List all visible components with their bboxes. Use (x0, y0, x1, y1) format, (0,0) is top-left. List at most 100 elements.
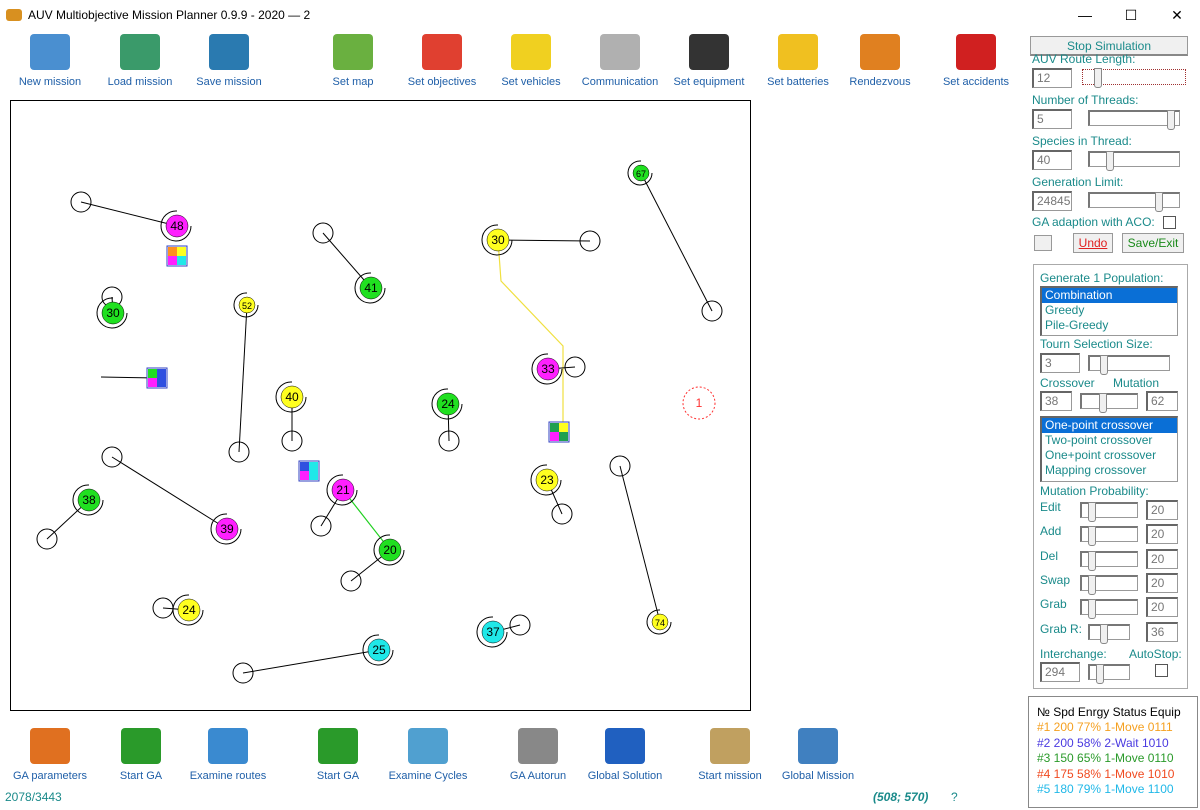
crossover-mutation-slider[interactable] (1080, 393, 1138, 413)
threads-slider[interactable] (1088, 110, 1180, 130)
objective-arc[interactable] (233, 292, 259, 318)
slider-thumb[interactable] (1088, 502, 1096, 522)
objective-arc[interactable] (431, 388, 463, 420)
toolbar-set-batteries[interactable]: Set batteries (758, 34, 838, 88)
objective-arc[interactable] (72, 484, 104, 516)
vehicle-row[interactable]: #3 150 65% 1-Move 0110 (1037, 751, 1174, 765)
objective-marker[interactable] (651, 613, 669, 631)
help-link[interactable]: ? (951, 790, 958, 804)
objective-arc[interactable] (627, 160, 653, 186)
objective-arc[interactable] (481, 224, 513, 256)
slider-thumb[interactable] (1100, 623, 1108, 644)
gen-limit-input[interactable]: 24845 (1032, 191, 1072, 211)
vehicle-row[interactable]: #4 175 58% 1-Move 1010 (1037, 766, 1175, 781)
toolbar-set-vehicles[interactable]: Set vehicles (491, 34, 571, 88)
stop-simulation-button[interactable]: Stop Simulation (1030, 36, 1188, 56)
tourn-slider[interactable] (1088, 355, 1170, 375)
objective-marker[interactable] (436, 392, 460, 416)
objective-marker[interactable] (331, 478, 355, 502)
vehicle-row[interactable]: #5 180 79% 1-Move 1100 (1037, 782, 1174, 796)
mutation-input[interactable]: 62 (1146, 391, 1178, 411)
toolbar-new-mission[interactable]: New mission (10, 34, 90, 88)
toolbar-set-equipment[interactable]: Set equipment (669, 34, 749, 88)
vehicle-row[interactable]: #2 200 58% 2-Wait 1010 (1037, 735, 1169, 750)
objective-label[interactable]: 40 (285, 390, 299, 404)
objective-label[interactable]: 33 (541, 362, 555, 376)
objective-arc[interactable] (172, 594, 204, 626)
bottom-toolbar-start-mission[interactable]: Start mission (685, 728, 775, 782)
crossover-option[interactable]: Mapping crossover (1045, 463, 1147, 477)
toolbar-load-mission[interactable]: Load mission (100, 34, 180, 88)
slider-thumb[interactable] (1100, 355, 1109, 375)
aco-checkbox[interactable] (1163, 216, 1176, 229)
bottom-toolbar-examine-routes[interactable]: Examine routes (183, 728, 273, 782)
objective-marker[interactable] (486, 228, 510, 252)
undo-button[interactable]: Undo (1073, 233, 1113, 253)
slider-thumb[interactable] (1088, 599, 1096, 620)
objective-marker[interactable] (77, 488, 101, 512)
maximize-button[interactable]: ☐ (1124, 6, 1138, 23)
objective-arc[interactable] (476, 616, 508, 648)
mut-5-slider[interactable] (1088, 623, 1130, 644)
objective-label[interactable]: 23 (540, 473, 554, 487)
slider-thumb[interactable] (1167, 110, 1176, 130)
objective-arc[interactable] (160, 210, 192, 242)
objective-label[interactable]: 74 (655, 618, 665, 628)
toolbar-rendezvous[interactable]: Rendezvous (840, 34, 920, 88)
save-exit-button[interactable]: Save/Exit (1122, 233, 1184, 253)
objective-label[interactable]: 24 (182, 603, 196, 617)
mut-3-slider[interactable] (1080, 574, 1138, 595)
mut-1-input[interactable]: 20 (1146, 524, 1178, 545)
objective-label[interactable]: 67 (636, 169, 646, 179)
bottom-toolbar-start-ga[interactable]: Start GA (293, 728, 383, 782)
slider-thumb[interactable] (1088, 550, 1096, 571)
objective-marker[interactable] (536, 357, 560, 381)
objective-arc[interactable] (531, 353, 563, 385)
minimize-button[interactable]: — (1078, 7, 1092, 23)
objective-marker[interactable] (280, 385, 304, 409)
slider-thumb[interactable] (1094, 68, 1103, 88)
objective-marker[interactable] (215, 517, 239, 541)
tourn-input[interactable]: 3 (1040, 353, 1080, 373)
objective-label[interactable]: 37 (486, 625, 500, 639)
objective-label[interactable]: 39 (220, 522, 234, 536)
threads-input[interactable]: 5 (1032, 109, 1072, 129)
bottom-toolbar-examine-cycles[interactable]: Examine Cycles (383, 728, 473, 782)
objective-arc[interactable] (362, 634, 394, 666)
objective-marker[interactable] (238, 296, 256, 314)
species-input[interactable]: 40 (1032, 150, 1072, 170)
bottom-toolbar-global-solution[interactable]: Global Solution (580, 728, 670, 782)
slider-thumb[interactable] (1099, 393, 1108, 413)
objective-marker[interactable] (177, 598, 201, 622)
crossover-option[interactable]: One-point crossover (1042, 418, 1177, 433)
bottom-toolbar-ga-parameters[interactable]: GA parameters (5, 728, 95, 782)
objective-arc[interactable] (210, 513, 242, 545)
objective-label[interactable]: 21 (336, 483, 350, 497)
mut-3-input[interactable]: 20 (1146, 572, 1178, 593)
objective-label[interactable]: 20 (383, 543, 397, 557)
objective-label[interactable]: 38 (82, 493, 96, 507)
crossover-option[interactable]: One+point crossover (1045, 448, 1157, 462)
mut-0-slider[interactable] (1080, 502, 1138, 522)
toolbar-set-map[interactable]: Set map (313, 34, 393, 88)
objective-marker[interactable] (481, 620, 505, 644)
population-option[interactable]: Pile-Greedy (1045, 318, 1109, 332)
population-option[interactable]: Combination (1042, 288, 1177, 303)
objective-marker[interactable] (632, 164, 650, 182)
toolbar-communication[interactable]: Communication (580, 34, 660, 88)
mut-2-input[interactable]: 20 (1146, 548, 1178, 569)
slider-thumb[interactable] (1088, 526, 1096, 547)
objective-arc[interactable] (646, 609, 672, 635)
objective-marker[interactable] (367, 638, 391, 662)
objective-label[interactable]: 30 (106, 306, 120, 320)
autostop-checkbox[interactable] (1155, 664, 1168, 677)
objective-arc[interactable] (354, 272, 386, 304)
interchange-slider[interactable] (1088, 664, 1130, 684)
route-length-input[interactable]: 12 (1032, 68, 1072, 88)
mut-1-slider[interactable] (1080, 526, 1138, 547)
objective-label[interactable]: 24 (441, 397, 455, 411)
objective-marker[interactable] (535, 468, 559, 492)
mut-5-input[interactable]: 36 (1146, 621, 1178, 642)
